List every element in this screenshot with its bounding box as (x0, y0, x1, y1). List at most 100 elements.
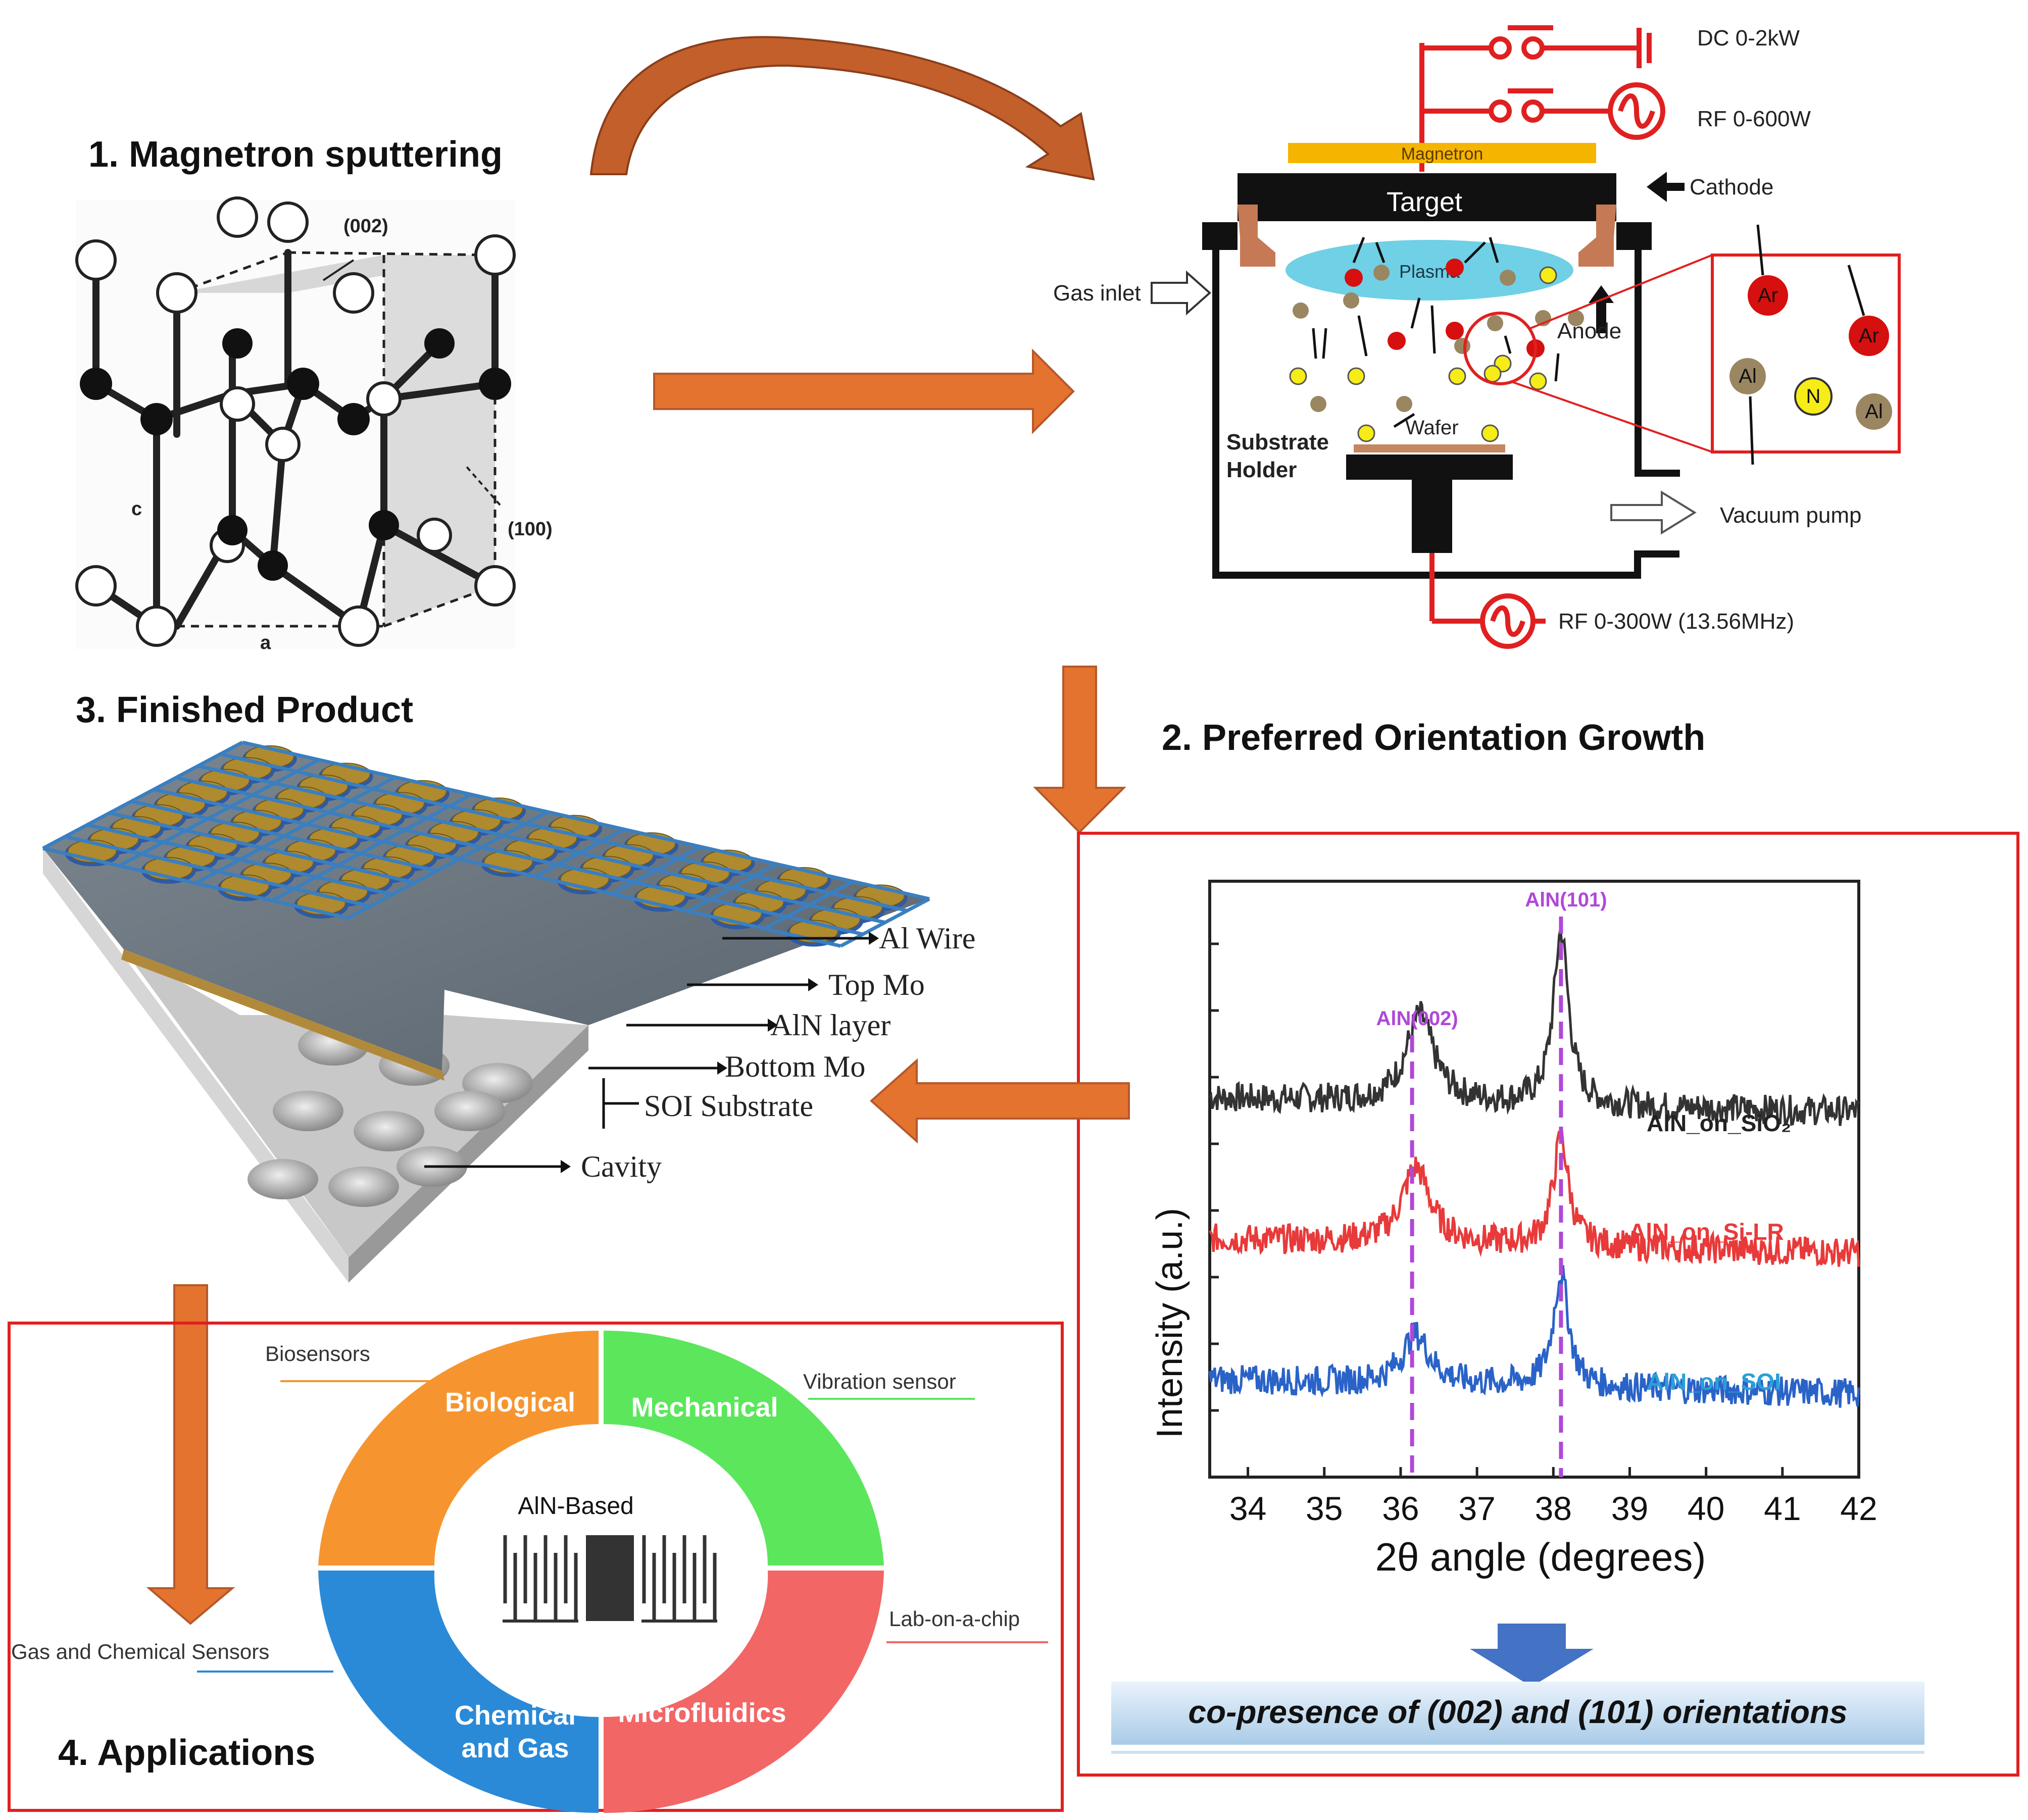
x-tick-label: 42 (1840, 1490, 1877, 1527)
label-cathode: Cathode (1690, 175, 1773, 199)
zoom-label-ar2: Ar (1859, 325, 1879, 347)
xrd-chart: 34 35 36 37 38 39 40 41 42 AlN(002) AlN(101) 2θ a… (1150, 880, 1877, 1579)
label-biosensors: Biosensors (265, 1342, 370, 1366)
zoom-particles (1729, 275, 1892, 430)
label-mechanical: Mechanical (631, 1392, 778, 1423)
al-wire (220, 752, 908, 913)
x-axis-label: 2θ angle (degrees) (1375, 1535, 1706, 1579)
label-gas-inlet: Gas inlet (1053, 281, 1141, 306)
right-shield (1578, 205, 1616, 267)
zoom-circle (1463, 312, 1537, 385)
label-plane-002: (002) (343, 216, 388, 237)
product-leader-lines (424, 937, 869, 1168)
label-and-gas: and Gas (461, 1733, 569, 1763)
applications-ring: Biological Mechanical Microfluidics Chem… (11, 1330, 1048, 1813)
particle-trajectories (1312, 237, 1560, 428)
x-tick-label: 39 (1611, 1490, 1648, 1527)
zoom-label-ar1: Ar (1758, 284, 1778, 307)
al-wire (86, 823, 393, 896)
applications-frame (8, 1322, 1064, 1812)
wurtzite-crystal: (002) (100) c a (75, 196, 553, 653)
label-top-mo: Top Mo (828, 968, 925, 1001)
al-wire (271, 793, 472, 902)
segment-microfluidics (604, 1571, 884, 1813)
label-chemical: Chemical (455, 1700, 576, 1731)
heading-step4: 4. Applications (58, 1733, 315, 1773)
peak-marker-label: AlN(101) (1525, 889, 1607, 911)
cathode-arrow (1647, 172, 1667, 202)
conclusion-box (1111, 1682, 1924, 1745)
al-wire (153, 787, 842, 948)
label-holder: Holder (1226, 458, 1297, 482)
y-axis-label: Intensity (a.u.) (1150, 1208, 1190, 1438)
segment-mechanical (604, 1330, 884, 1565)
label-rf-source: RF 0-600W (1697, 107, 1811, 131)
zoom-label-n: N (1806, 385, 1821, 408)
label-gas-chem: Gas and Chemical Sensors (11, 1640, 269, 1663)
label-dc-source: DC 0-2kW (1697, 26, 1800, 50)
zoom-label-al1: Al (1739, 365, 1757, 387)
plane-100-shade (384, 255, 495, 626)
chamber-walls (1202, 222, 1680, 579)
target-block (1238, 173, 1616, 221)
label-microfluidics: Microfluidics (618, 1698, 786, 1728)
label-substrate: Substrate (1226, 430, 1329, 454)
curved-arrow (589, 36, 1095, 181)
x-tick-label: 41 (1764, 1490, 1801, 1527)
label-cavity: Cavity (581, 1150, 662, 1183)
plane-002-pointer (322, 259, 355, 281)
al-wire (109, 811, 415, 885)
rf-bias-circuit (1429, 553, 1546, 649)
vacuum-pump-arrow (1610, 490, 1697, 535)
zoom-trajectories (1749, 224, 1865, 465)
legend-sio2: AlN_on_SiO₂ (1647, 1110, 1791, 1136)
x-tick-label: 37 (1458, 1490, 1495, 1527)
x-tick-label: 40 (1688, 1490, 1724, 1527)
magnetron-bar (1288, 143, 1596, 163)
aln-device-icon (503, 1535, 717, 1623)
substrate-holder (1346, 454, 1513, 480)
sputtering-chamber: DC 0-2kW RF 0-600W Magnetron Target Cath… (1053, 25, 1901, 649)
arrow-to-applications (146, 1284, 235, 1625)
peak-marker-label: AlN(002) (1376, 1007, 1458, 1030)
heading-step2: 2. Preferred Orientation Growth (1162, 718, 1705, 758)
x-tick-label: 38 (1535, 1490, 1572, 1527)
al-wire (347, 810, 549, 920)
arrow-to-conclusion (1470, 1624, 1594, 1687)
electrode-array (42, 740, 930, 948)
x-tick-label: 34 (1229, 1490, 1266, 1527)
finished-product-device: Al Wire Top Mo AlN layer Bottom Mo SOI S… (42, 740, 975, 1283)
conclusion-text: co-presence of (002) and (101) orientati… (1188, 1694, 1847, 1730)
al-wire (197, 764, 886, 925)
arrow-to-chart (1033, 666, 1126, 834)
series-line-0 (1208, 929, 1860, 1126)
x-tick-label: 35 (1306, 1490, 1343, 1527)
arrow-to-product (869, 1058, 1130, 1144)
series-line-1 (1208, 1129, 1860, 1267)
label-aln-based: AlN-Based (518, 1493, 633, 1520)
label-biological: Biological (445, 1387, 575, 1418)
al-wire (118, 758, 320, 868)
label-anode: Anode (1557, 319, 1621, 343)
cathode-arrow-shaft (1664, 183, 1685, 191)
series-layer (1208, 929, 1860, 1408)
heading-step1: 1. Magnetron sputtering (88, 134, 503, 175)
al-wire (194, 775, 396, 885)
al-wire (175, 776, 864, 936)
label-wafer: Wafer (1405, 417, 1458, 439)
y-ticks (1210, 942, 1219, 1412)
holder-stem (1412, 477, 1452, 553)
label-al-wire: Al Wire (879, 922, 975, 955)
legend-si-lr: AlN_on_Si-LR (1629, 1219, 1784, 1245)
x-tick-label: 36 (1382, 1490, 1419, 1527)
peak-markers: AlN(002) AlN(101) (1376, 889, 1607, 1477)
white-atoms (75, 196, 516, 647)
label-vibration: Vibration sensor (803, 1370, 956, 1393)
label-axis-a: a (260, 632, 271, 653)
al-wire (131, 799, 437, 873)
zoom-line-bottom (1510, 380, 1713, 453)
gas-inlet-arrow (1151, 270, 1212, 316)
zoom-line-top (1530, 254, 1713, 329)
label-bottom-mo: Bottom Mo (725, 1050, 865, 1083)
